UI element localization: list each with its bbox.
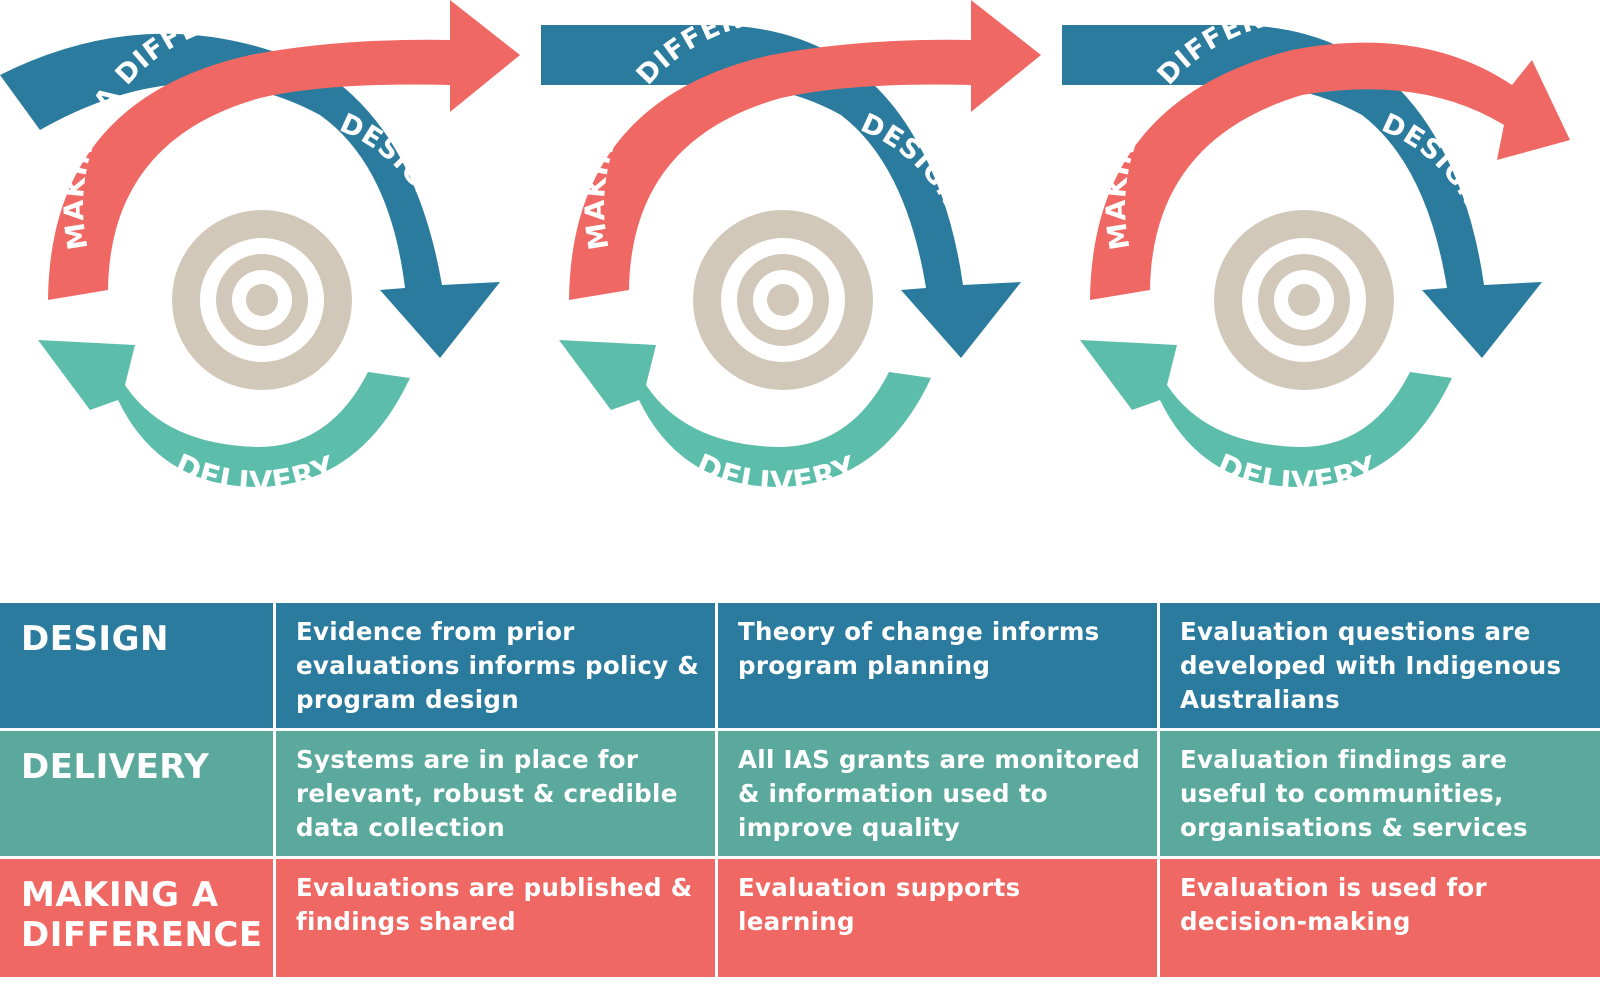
table-row-making-a-difference: MAKING A DIFFERENCE Evaluations are publ… xyxy=(0,859,1600,977)
making-a-difference-arrow xyxy=(48,0,520,300)
row-heading-design: DESIGN xyxy=(0,603,273,728)
table-cell: Evidence from prior evaluations informs … xyxy=(276,603,715,728)
cycle-3: MAKING A DIFFERENCE DESIGN DELIVERY xyxy=(1062,0,1570,501)
table-cell: Theory of change informs program plannin… xyxy=(718,603,1157,728)
evaluation-cycles-diagram: MAKING A DIFFERENCE DESIGN DELIVERY MAKI… xyxy=(0,0,1570,501)
target-icon xyxy=(172,210,352,390)
table-cell: Evaluation findings are useful to commun… xyxy=(1160,731,1600,856)
table-row-delivery: DELIVERY Systems are in place for releva… xyxy=(0,731,1600,856)
delivery-arrow xyxy=(1080,340,1452,487)
table-row-design: DESIGN Evidence from prior evaluations i… xyxy=(0,603,1600,728)
making-a-difference-arrow xyxy=(569,0,1041,300)
row-heading-making-a-difference: MAKING A DIFFERENCE xyxy=(0,859,273,977)
cycle-2: MAKING A DIFFERENCE DESIGN DELIVERY xyxy=(541,0,1041,501)
table-cell: All IAS grants are monitored & informati… xyxy=(718,731,1157,856)
delivery-arrow xyxy=(559,340,931,487)
table-cell: Evaluation questions are developed with … xyxy=(1160,603,1600,728)
table-cell: Evaluations are published & findings sha… xyxy=(276,859,715,977)
row-heading-delivery: DELIVERY xyxy=(0,731,273,856)
making-a-difference-arrow xyxy=(1090,42,1570,300)
table-cell: Evaluation is used for decision-making xyxy=(1160,859,1600,977)
target-icon xyxy=(693,210,873,390)
design-arrow xyxy=(0,33,500,358)
design-arrow xyxy=(1062,25,1542,358)
design-arrow xyxy=(541,25,1021,358)
cycle-1: MAKING A DIFFERENCE DESIGN DELIVERY xyxy=(0,0,520,501)
delivery-arrow xyxy=(38,340,410,487)
target-icon xyxy=(1214,210,1394,390)
table-cell: Systems are in place for relevant, robus… xyxy=(276,731,715,856)
table-cell: Evaluation supports learning xyxy=(718,859,1157,977)
